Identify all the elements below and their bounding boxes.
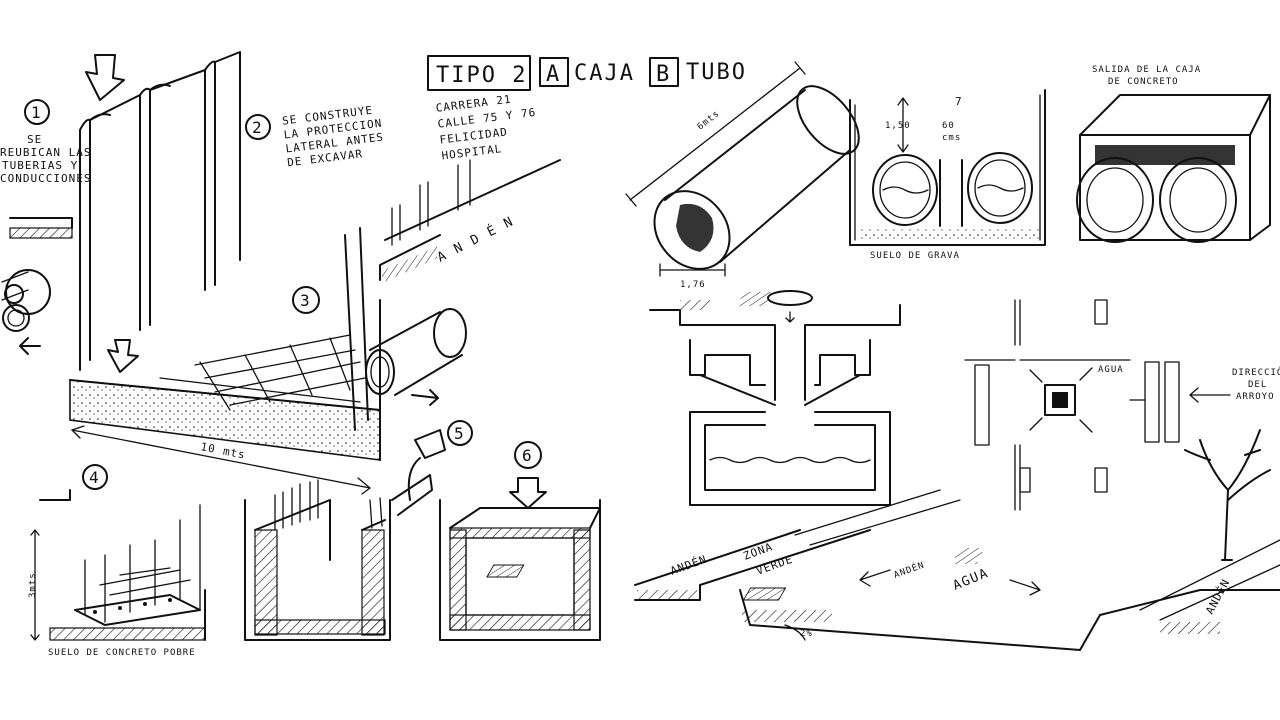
svg-text:3: 3 [300,291,310,310]
step-1-marker: 1 [24,99,50,125]
step-2-text: SE CONSTRUYE LA PROTECCION LATERAL ANTES… [281,104,384,170]
svg-text:4: 4 [89,468,99,487]
step-5-marker: 5 [447,420,473,446]
street-section: ANDÉN ZONA VERDE ANDÉN 2% AGUA ANDÉN [486,489,1280,651]
svg-text:TIPO 2: TIPO 2 [436,63,527,88]
svg-text:REUBICAN LAS: REUBICAN LAS [0,146,91,159]
catch-basin-section [649,290,901,506]
plan-view: AGUA DIRECCIÓN DEL ARROYO [964,299,1280,511]
svg-text:TUBERIAS Y: TUBERIAS Y [2,159,78,172]
step-6-marker: 6 [514,441,542,469]
svg-text:6mts: 6mts [696,109,722,133]
svg-text:CONDUCCIONES: CONDUCCIONES [0,172,91,185]
down-arrow-step6-icon [509,477,547,509]
svg-text:TUBO: TUBO [686,60,747,85]
svg-text:3mts: 3mts [28,572,38,598]
step-3-marker: 3 [292,286,320,314]
step-4-marker: 4 [82,464,108,490]
header-type: TIPO 2 A CAJA B TUBO [427,55,747,91]
svg-text:ANDÉN: ANDÉN [669,553,709,578]
svg-text:DEL: DEL [1248,380,1267,390]
box-exit: SALIDA DE LA CAJA DE CONCRETO [1076,65,1271,243]
step-4-sketch: 3mts SUELO DE CONCRETO POBRE [28,489,206,658]
svg-text:cms: cms [942,133,961,143]
sidewalk-top: A N D É N [379,159,561,283]
svg-text:1,50: 1,50 [885,121,911,131]
svg-text:DIRECCIÓN: DIRECCIÓN [1232,366,1280,378]
excavation-floor [69,299,381,461]
svg-text:1,76: 1,76 [680,280,706,290]
slab-section [9,227,73,239]
svg-text:AGUA: AGUA [951,566,991,594]
relocated-pipes [1,269,51,332]
down-arrow-small-icon [107,339,139,373]
svg-text:ARROYO: ARROYO [1236,392,1275,402]
svg-text:DE CONCRETO: DE CONCRETO [1108,77,1179,87]
down-arrow-icon [85,54,125,101]
svg-text:A N D É N: A N D É N [435,213,517,265]
svg-text:AGUA: AGUA [1098,365,1124,375]
rebar-grid [159,227,369,431]
svg-text:60: 60 [942,121,955,131]
svg-text:2: 2 [252,118,262,137]
location-text: CARRERA 21 CALLE 75 Y 76 FELICIDAD HOSPI… [435,93,537,163]
svg-text:B: B [656,62,671,87]
svg-text:SE: SE [27,133,42,146]
svg-text:5: 5 [454,424,464,443]
right-arrow-icon [411,389,439,406]
svg-text:CAJA: CAJA [574,61,635,86]
tree [952,429,1271,564]
step-2-marker: 2 [245,114,271,140]
svg-text:ANDÉN: ANDÉN [892,559,926,581]
placed-pipe [365,308,467,396]
svg-text:SUELO DE CONCRETO POBRE: SUELO DE CONCRETO POBRE [48,648,196,658]
svg-text:ANDÉN: ANDÉN [1203,577,1232,617]
svg-text:SALIDA DE LA CAJA: SALIDA DE LA CAJA [1092,65,1201,75]
finished-box-section [439,499,601,641]
svg-text:2%: 2% [800,629,813,639]
svg-text:6: 6 [522,446,532,465]
step-1-text: SE REUBICAN LAS TUBERIAS Y CONDUCCIONES [0,133,91,185]
left-arrow-icon [19,337,41,355]
svg-text:7: 7 [955,95,963,108]
svg-text:A: A [546,62,561,87]
svg-text:10 mts: 10 mts [199,440,246,461]
concrete-pour-bucket [391,429,446,516]
svg-text:1: 1 [31,103,41,122]
sheet-pile-wall [79,51,241,371]
twin-pipe-section: 1,50 7 60 cms SUELO DE GRAVA [849,89,1046,261]
formwork-section [244,479,391,641]
precast-tube: 6mts 1,76 [625,61,860,290]
svg-text:SUELO DE GRAVA: SUELO DE GRAVA [870,251,960,261]
